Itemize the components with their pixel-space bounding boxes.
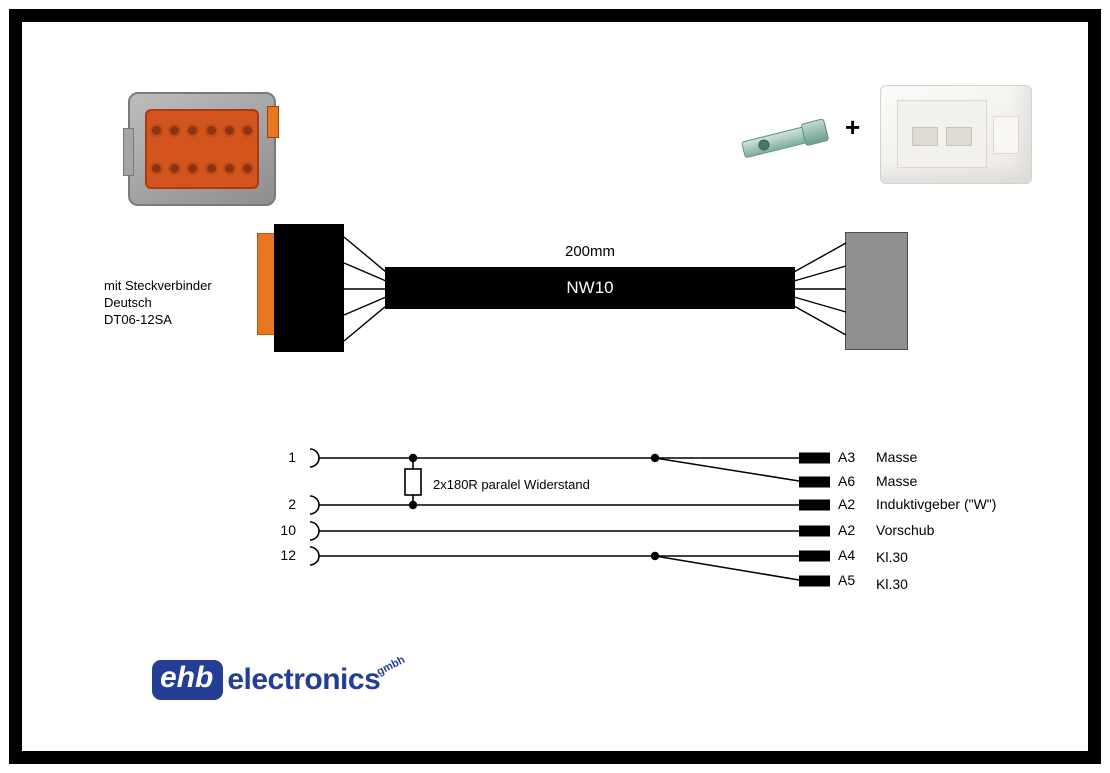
terminal-block bbox=[799, 525, 830, 537]
pin-hole bbox=[167, 123, 181, 137]
pin-number: 2 bbox=[288, 496, 296, 512]
pin-hole bbox=[186, 161, 200, 175]
pin-hole bbox=[222, 161, 236, 175]
terminal-id: A6 bbox=[838, 473, 856, 489]
pin-hole bbox=[149, 161, 163, 175]
pin-number: 12 bbox=[280, 547, 296, 563]
resistor-label: 2x180R paralel Widerstand bbox=[433, 477, 590, 492]
terminal-label: Vorschub bbox=[876, 522, 935, 538]
branch-wire bbox=[654, 457, 800, 482]
connector-note-line1: mit Steckverbinder bbox=[104, 278, 212, 293]
junction-dot bbox=[650, 453, 660, 463]
terminal-block bbox=[799, 550, 830, 562]
terminal-id: A3 bbox=[838, 449, 856, 465]
connector-housing-photo bbox=[880, 85, 1032, 184]
schematic-wires bbox=[309, 448, 800, 581]
terminal-label: Induktivgeber ("W") bbox=[876, 496, 997, 512]
pin-number: 1 bbox=[288, 449, 296, 465]
junction-dot bbox=[650, 551, 660, 561]
junction-dot bbox=[408, 453, 418, 463]
terminal-id: A2 bbox=[838, 496, 856, 512]
terminal-block bbox=[799, 575, 830, 587]
resistor-symbol bbox=[404, 468, 422, 496]
junction-dot bbox=[408, 500, 418, 510]
pin-arc bbox=[309, 546, 320, 566]
terminal-label: Masse bbox=[876, 473, 918, 489]
cable-fan-lines-right bbox=[793, 242, 847, 336]
cable-fan-lines-left bbox=[343, 236, 387, 342]
cable-length-label: 200mm bbox=[564, 243, 616, 260]
housing-latch bbox=[993, 116, 1019, 154]
left-connector-block bbox=[274, 224, 344, 352]
pin-hole bbox=[149, 123, 163, 137]
connector-seal-face bbox=[145, 109, 259, 189]
terminal-id: A5 bbox=[838, 572, 856, 588]
junction-dots bbox=[408, 453, 660, 561]
connector-note-line3: DT06-12SA bbox=[104, 312, 172, 327]
right-connector-block bbox=[845, 232, 908, 350]
housing-cavity bbox=[912, 127, 938, 146]
terminal-blocks bbox=[799, 452, 830, 587]
pin-hole bbox=[186, 123, 200, 137]
pin-hole bbox=[241, 161, 255, 175]
terminal-block bbox=[799, 476, 830, 488]
terminal-id: A2 bbox=[838, 522, 856, 538]
connector-latch bbox=[123, 128, 134, 176]
deutsch-connector-photo bbox=[123, 92, 279, 206]
connector-shell bbox=[123, 92, 279, 206]
terminal-id: A4 bbox=[838, 547, 856, 563]
housing-cavity bbox=[946, 127, 972, 146]
pin-hole bbox=[222, 123, 236, 137]
plus-sign: + bbox=[845, 112, 861, 142]
housing-face bbox=[897, 100, 987, 168]
pin-arc bbox=[309, 495, 320, 515]
pin-hole bbox=[167, 161, 181, 175]
cable-size-label: NW10 bbox=[566, 278, 614, 297]
branch-wire bbox=[654, 555, 800, 581]
pin-hole bbox=[241, 123, 255, 137]
terminal-label: Masse bbox=[876, 449, 918, 465]
terminal-block bbox=[799, 499, 830, 511]
connector-note: mit Steckverbinder Deutsch DT06-12SA bbox=[104, 277, 212, 328]
pin-arc bbox=[309, 521, 320, 541]
connector-note-line2: Deutsch bbox=[104, 295, 152, 310]
connector-wedge bbox=[267, 106, 279, 138]
pin-hole bbox=[204, 161, 218, 175]
pin-number: 10 bbox=[280, 522, 296, 538]
pin-arc bbox=[309, 448, 320, 468]
terminal-label: Kl.30 bbox=[876, 576, 908, 592]
terminal-block bbox=[799, 452, 830, 464]
logo-electronics: electronics bbox=[227, 663, 381, 696]
logo-ehb: ehb bbox=[152, 660, 224, 700]
cable-body: NW10 bbox=[385, 267, 795, 309]
pin-hole bbox=[204, 123, 218, 137]
terminal-label: Kl.30 bbox=[876, 549, 908, 565]
